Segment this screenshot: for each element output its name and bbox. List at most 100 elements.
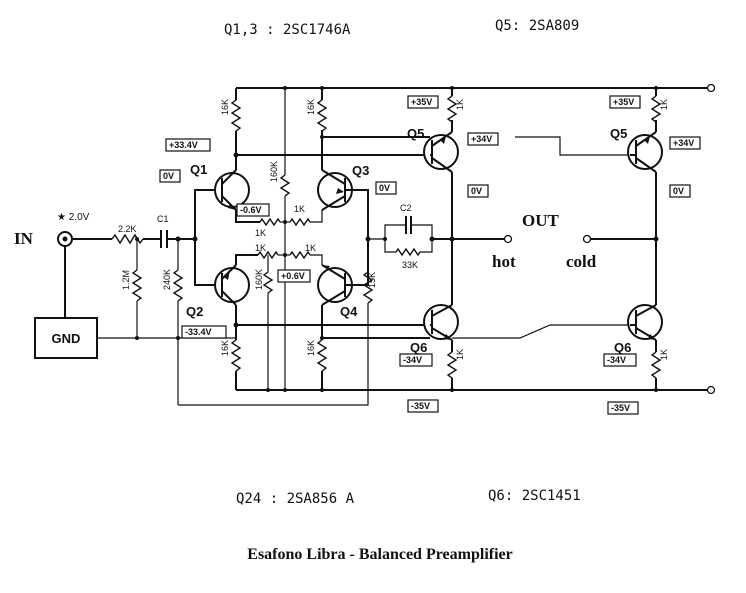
q1-emitter-voltage: -0.6V: [240, 205, 262, 215]
q6l-emitter-voltage-box: [399, 353, 433, 367]
negative-rail-terminal: [706, 385, 716, 395]
c2-capacitor: [405, 216, 412, 234]
q3-base-voltage: 0V: [379, 183, 390, 193]
q6-right-emitter-arrow: [648, 334, 656, 340]
cold-label: cold: [566, 252, 597, 271]
r1k-q6r-label: 1K: [659, 349, 669, 360]
input-resistor: [111, 233, 144, 245]
out-label: OUT: [522, 211, 560, 230]
r16k-bl-resistor: [230, 339, 242, 372]
r1k-q3-resistor: [289, 217, 311, 227]
gnd-label: GND: [52, 331, 81, 346]
r1k-q4-resistor: [289, 250, 311, 260]
q5-left-emitter-arrow: [440, 136, 446, 144]
q5l-out-voltage: 0V: [471, 186, 482, 196]
r16k-tl-resistor: [230, 99, 242, 132]
diagram-title: Esafono Libra - Balanced Preamplifier: [247, 546, 512, 563]
q3-base-voltage-box: [375, 181, 397, 195]
r16k-bm-label: 16K: [306, 340, 316, 356]
junction-dot: [320, 336, 324, 340]
positive-rail-terminal: [706, 83, 716, 93]
r12m-label: 1.2M: [121, 270, 131, 290]
c1-capacitor: [160, 230, 168, 248]
q4-label: Q4: [340, 304, 358, 319]
r1k-q4-label: 1K: [305, 243, 316, 253]
q2-emitter-arrow: [224, 270, 230, 280]
r16k-tm-resistor: [316, 99, 328, 132]
q5r-out-voltage-box: [669, 184, 691, 198]
r1k-q1-label: 1K: [255, 228, 266, 238]
q3-emitter-wire: [310, 210, 323, 223]
q1-transistor-icon: [214, 172, 250, 208]
cold-drive-wire-top: [515, 136, 630, 156]
junction-dot: [283, 388, 287, 392]
q1-label: Q1: [190, 162, 207, 177]
r16k-bm-resistor: [316, 339, 328, 372]
header-q13: Q1,3 : 2SC1746A: [224, 22, 351, 38]
r1k-q6r-resistor: [650, 351, 662, 379]
gnd-box: [34, 317, 98, 359]
q5l-emitter-voltage-box: [467, 132, 499, 146]
junction-dot: [320, 135, 324, 139]
hot-output-terminal: [503, 234, 513, 244]
q6-left-label: Q6: [410, 340, 427, 355]
c1-label: C1: [157, 214, 169, 224]
q5-right-emitter-arrow: [644, 136, 650, 144]
r16k-tl-label: 16K: [220, 99, 230, 115]
r1k-q2-label: 1K: [255, 243, 266, 253]
q5l-supply-voltage-box: [407, 95, 439, 109]
junction-dot: [429, 236, 435, 242]
q1-emitter-voltage-box: [236, 203, 270, 217]
r240k-resistor: [172, 269, 184, 302]
cold-output-terminal: [582, 234, 592, 244]
q1-collector-voltage: +33.4V: [169, 140, 198, 150]
q5r-out-voltage: 0V: [673, 186, 684, 196]
r240k-label: 240K: [162, 269, 172, 290]
q3-label: Q3: [352, 163, 369, 178]
r1k-q5l-label: 1K: [455, 99, 465, 110]
header-q24: Q24 : 2SA856 A: [236, 491, 355, 507]
r33k-wire: [420, 239, 433, 253]
q1-base-voltage-box: [159, 169, 181, 183]
header-q5: Q5: 2SA809: [495, 18, 579, 34]
c2-wire: [384, 224, 433, 239]
header-q6: Q6: 2SC1451: [488, 488, 581, 504]
r16k-bl-label: 16K: [220, 340, 230, 356]
q2-emitter-wire: [235, 254, 258, 265]
q1-emitter-arrow: [228, 204, 236, 210]
q4-emitter-arrow: [322, 265, 330, 269]
q6l-emitter-voltage: -34V: [403, 355, 422, 365]
r1k-q6l-resistor: [446, 351, 458, 379]
q3-emitter-arrow: [336, 188, 344, 194]
q1-base-wire: [194, 189, 216, 239]
r12m-resistor: [131, 269, 143, 302]
feedback-wire: [178, 370, 369, 406]
r16k-tm-label: 16K: [306, 99, 316, 115]
q3-base-wire: [345, 189, 369, 239]
q1-collector-voltage-box: [165, 138, 211, 152]
r160k-bot-label: 160K: [254, 269, 264, 290]
r1k-q1-resistor: [259, 217, 281, 227]
q5l-out-voltage-box: [467, 184, 489, 198]
q1-emitter-wire: [235, 210, 260, 223]
q6l-supply-voltage-box: [407, 399, 439, 413]
q2-base-wire: [194, 239, 216, 286]
junction-dot: [266, 388, 270, 392]
q2-collector-voltage-box: [181, 325, 227, 339]
input-jack-center: [62, 236, 68, 242]
hot-label: hot: [492, 252, 516, 271]
q6-left-emitter-arrow: [444, 334, 452, 340]
q6r-emitter-voltage: -34V: [607, 355, 626, 365]
r15k-resistor: [362, 271, 374, 304]
junction-dot: [654, 86, 658, 90]
r1k-q2-resistor: [257, 250, 279, 260]
c2-label: C2: [400, 203, 412, 213]
cold-drive-wire-bottom: [452, 324, 630, 339]
junction-dot: [320, 86, 324, 90]
r1k-q6l-label: 1K: [455, 349, 465, 360]
q6l-supply-voltage: -35V: [411, 401, 430, 411]
r160k-bot-resistor: [262, 271, 274, 294]
r33k-resistor: [395, 247, 421, 257]
junction-dot: [450, 86, 454, 90]
